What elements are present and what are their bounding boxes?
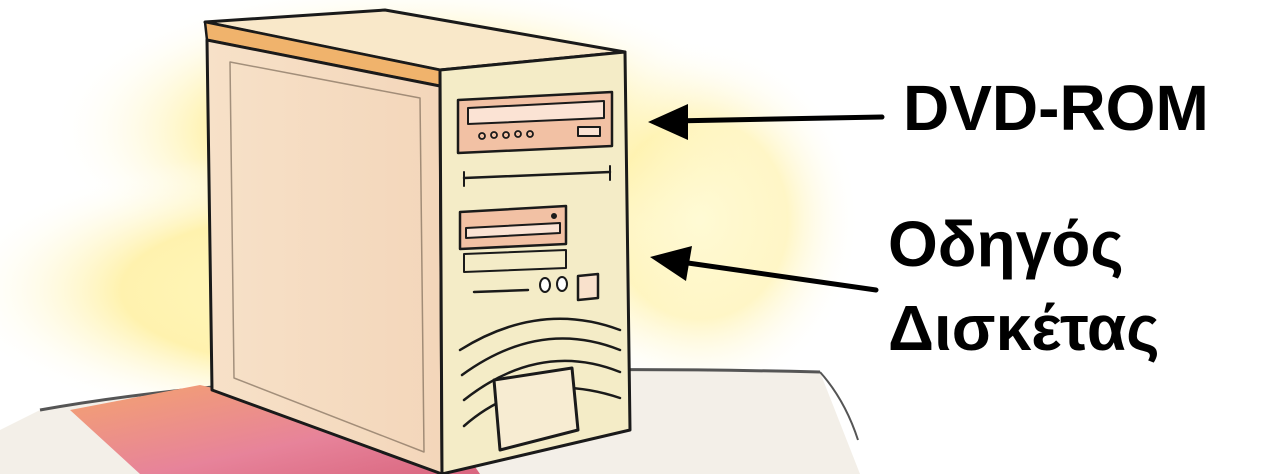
floppy-drive-label-line-1: Οδηγός (888, 206, 1124, 282)
dvd-rom-drive (458, 92, 612, 153)
floppy-drive-label-line-2: Δισκέτας (888, 290, 1160, 366)
dvd-rom-label: DVD-ROM (903, 70, 1209, 146)
floppy-drive (460, 206, 566, 272)
computer-tower-icon (205, 10, 630, 474)
